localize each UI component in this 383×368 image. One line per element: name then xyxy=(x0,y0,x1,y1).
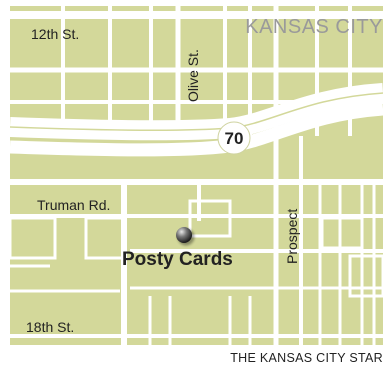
shield-number: 70 xyxy=(225,129,244,148)
location-dot-icon[interactable] xyxy=(176,227,195,246)
block-outlines xyxy=(10,199,383,298)
marker-label: Posty Cards xyxy=(122,249,233,270)
interstate-shield-70: 70 xyxy=(217,121,251,155)
map-canvas: KANSAS CITY 12th St. Olive St. Truman Rd… xyxy=(10,6,383,345)
street-label-18th: 18th St. xyxy=(26,319,74,335)
street-label-12th: 12th St. xyxy=(31,26,79,42)
street-label-truman: Truman Rd. xyxy=(37,197,110,213)
city-label: KANSAS CITY xyxy=(245,16,383,38)
street-grid xyxy=(10,6,383,345)
street-label-prospect: Prospect xyxy=(284,209,300,264)
street-label-olive: Olive St. xyxy=(185,49,201,102)
source-credit: THE KANSAS CITY STAR xyxy=(230,351,383,365)
